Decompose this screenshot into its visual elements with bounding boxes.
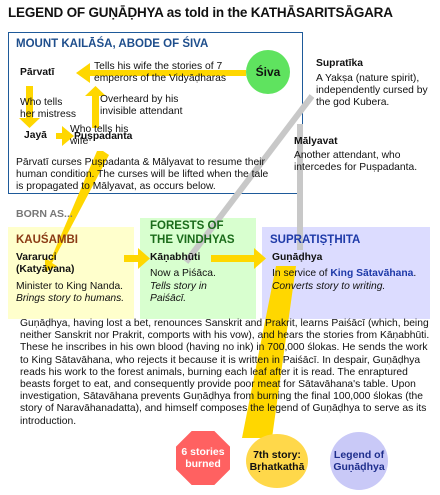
born-as-label: BORN AS... bbox=[16, 208, 73, 220]
malyavat-desc: Another attendant, who intercedes for Pu… bbox=[294, 150, 418, 173]
supratisthita-desc2: Converts story to writing. bbox=[272, 281, 386, 292]
supratika-connector bbox=[183, 94, 315, 264]
kausambi-desc2: Brings story to humans. bbox=[16, 293, 125, 304]
katyayana-name: (Katyāyana) bbox=[16, 264, 75, 275]
shiva-node: Śiva bbox=[246, 50, 290, 94]
kailasa-heading: MOUNT KAILĀŚA, ABODE OF ŚIVA bbox=[16, 38, 209, 50]
legend-line1: Legend of bbox=[333, 449, 385, 461]
vindhyas-box bbox=[140, 218, 256, 319]
legend-of-gunadhya-node: Legend of Guṇāḍhya bbox=[330, 432, 388, 490]
overheard-text: Overheard by his invisible attendant bbox=[100, 94, 183, 117]
kanabhuti-name: Kāṇabhūti bbox=[150, 252, 201, 263]
arrow-shiva-to-parvati bbox=[76, 63, 246, 83]
kausambi-box bbox=[8, 227, 134, 319]
arrow-parvati-to-jaya bbox=[19, 86, 40, 128]
arrow-puspadanta-to-parvati bbox=[85, 86, 106, 128]
diagram-title: LEGEND OF GUṆĀḌHYA as told in the KATHĀS… bbox=[8, 5, 393, 20]
brhatkatha-line1: 7th story: bbox=[253, 449, 301, 461]
vindhyas-heading-1: FORESTS OF bbox=[150, 220, 224, 232]
kausambi-desc: Minister to King Nanda. bbox=[16, 281, 124, 292]
malyavat-label: Mālyavat bbox=[294, 136, 338, 147]
supratika-label: Supratīka bbox=[316, 58, 363, 69]
arrow-kanabhuti-to-gunadhya bbox=[211, 248, 266, 269]
burned-stories-octagon: 6 stories burned bbox=[176, 431, 230, 485]
vindhyas-desc: Now a Piśāca. bbox=[150, 268, 216, 279]
story-paragraph: Guṇāḍhya, having lost a bet, renounces S… bbox=[20, 318, 430, 427]
supratika-desc: A Yakṣa (nature spirit), independently c… bbox=[316, 73, 428, 108]
arrow-jaya-to-puspadanta bbox=[56, 126, 74, 146]
parvati-label: Pārvatī bbox=[20, 67, 55, 78]
tells-wife-text: Tells his wife the stories of 7 emperors… bbox=[94, 61, 227, 84]
supratisthita-desc-suffix: . bbox=[413, 268, 417, 279]
supratisthita-desc-prefix: In service of bbox=[272, 268, 331, 279]
brhatkatha-node: 7th story: Bṛhatkathā bbox=[246, 434, 308, 488]
arrow-puspadanta-to-kausambi bbox=[45, 151, 109, 272]
arrow-vararuci-to-kanabhuti bbox=[124, 248, 150, 269]
king-satavahana: King Sātavāhana bbox=[330, 268, 414, 279]
vindhyas-desc2-2: Paiśācī. bbox=[150, 293, 187, 304]
who-tells-mistress-text: Who tells her mistress bbox=[20, 97, 77, 120]
vindhyas-desc2-1: Tells story in bbox=[150, 281, 207, 292]
gunadhya-name: Guṇāḍhya bbox=[272, 252, 323, 263]
kausambi-heading: KAUŚAMBI bbox=[16, 234, 78, 246]
brhatkatha-line2: Bṛhatkathā bbox=[249, 461, 305, 473]
arrow-gunadhya-to-brhatkatha bbox=[242, 266, 296, 438]
puspadanta-label: Puṣpadanta bbox=[74, 131, 133, 142]
who-tells-wife-text: Who tells his wife bbox=[70, 124, 129, 147]
legend-line2: Guṇāḍhya bbox=[333, 461, 385, 473]
supratisthita-desc: In service of King Sātavāhana. bbox=[272, 268, 432, 280]
curse-text: Pārvatī curses Puṣpadanta & Mālyavat to … bbox=[16, 157, 269, 192]
vindhyas-heading-2: THE VINDHYAS bbox=[150, 234, 235, 246]
vararuci-name: Vararuci bbox=[16, 252, 57, 263]
supratisthita-heading: SUPRATIṢṬHITA bbox=[270, 234, 361, 246]
jaya-label: Jayā bbox=[24, 130, 47, 141]
